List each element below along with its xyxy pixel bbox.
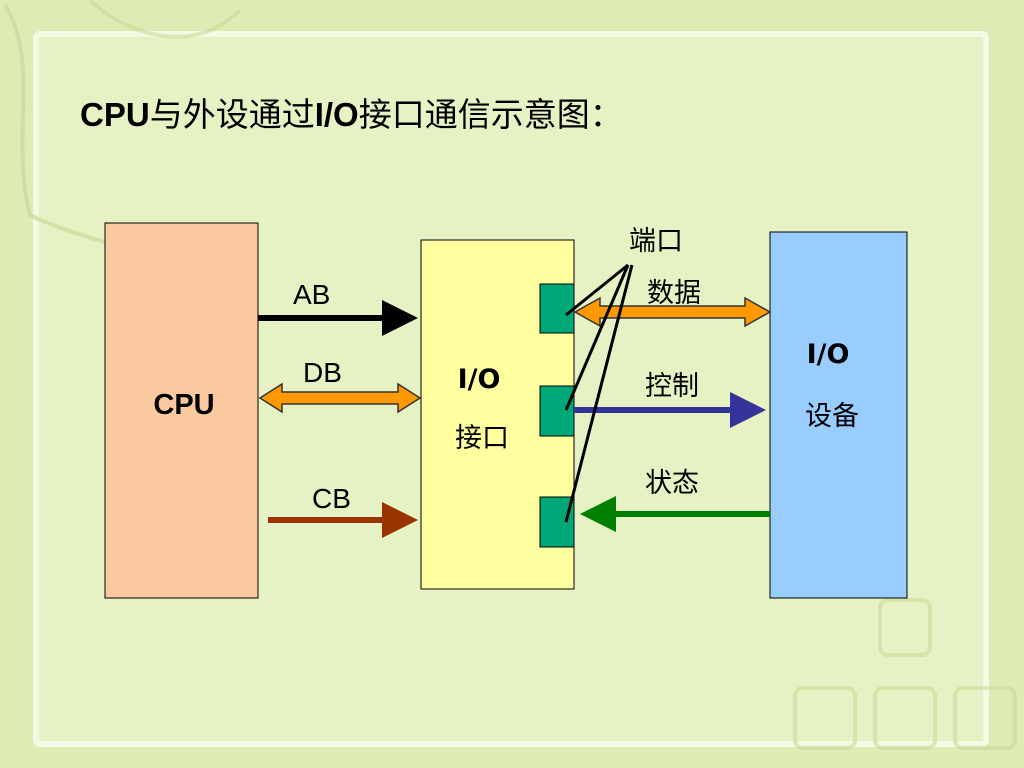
port-callout-line-control: [564, 264, 630, 411]
port-callout-line-data: [565, 263, 629, 317]
io-device-label-line1: I/O: [807, 339, 850, 370]
ab-bus-label: AB: [293, 279, 330, 310]
port-callout-line-status: [564, 264, 634, 523]
slide-title: CPU与外设通过I/O接口通信示意图：: [80, 88, 623, 136]
io-device-block: [769, 231, 908, 599]
status-signal-label: 状态: [645, 468, 699, 499]
cpu-block: [104, 222, 259, 599]
data-signal-label: 数据: [647, 278, 701, 309]
db-bus-label: DB: [303, 357, 342, 388]
ports-label: 端口: [629, 226, 683, 257]
port-data: [539, 283, 575, 334]
io-device-label-line2: 设备: [805, 401, 859, 432]
port-status: [539, 496, 575, 548]
title-io: I/O: [314, 96, 359, 133]
db-bus-arrow: [258, 382, 422, 414]
control-signal-label: 控制: [645, 371, 699, 402]
port-control: [539, 385, 575, 437]
cb-bus-label: CB: [312, 483, 351, 514]
title-text-2: 接口通信示意图：: [358, 95, 623, 134]
title-text-1: 与外设通过: [149, 95, 315, 134]
title-cpu: CPU: [80, 96, 150, 133]
cpu-label: CPU: [153, 389, 214, 421]
io-interface-label-line2: 接口: [455, 423, 509, 454]
data-signal-arrow: [573, 296, 772, 328]
io-interface-label-line1: I/O: [458, 364, 501, 395]
